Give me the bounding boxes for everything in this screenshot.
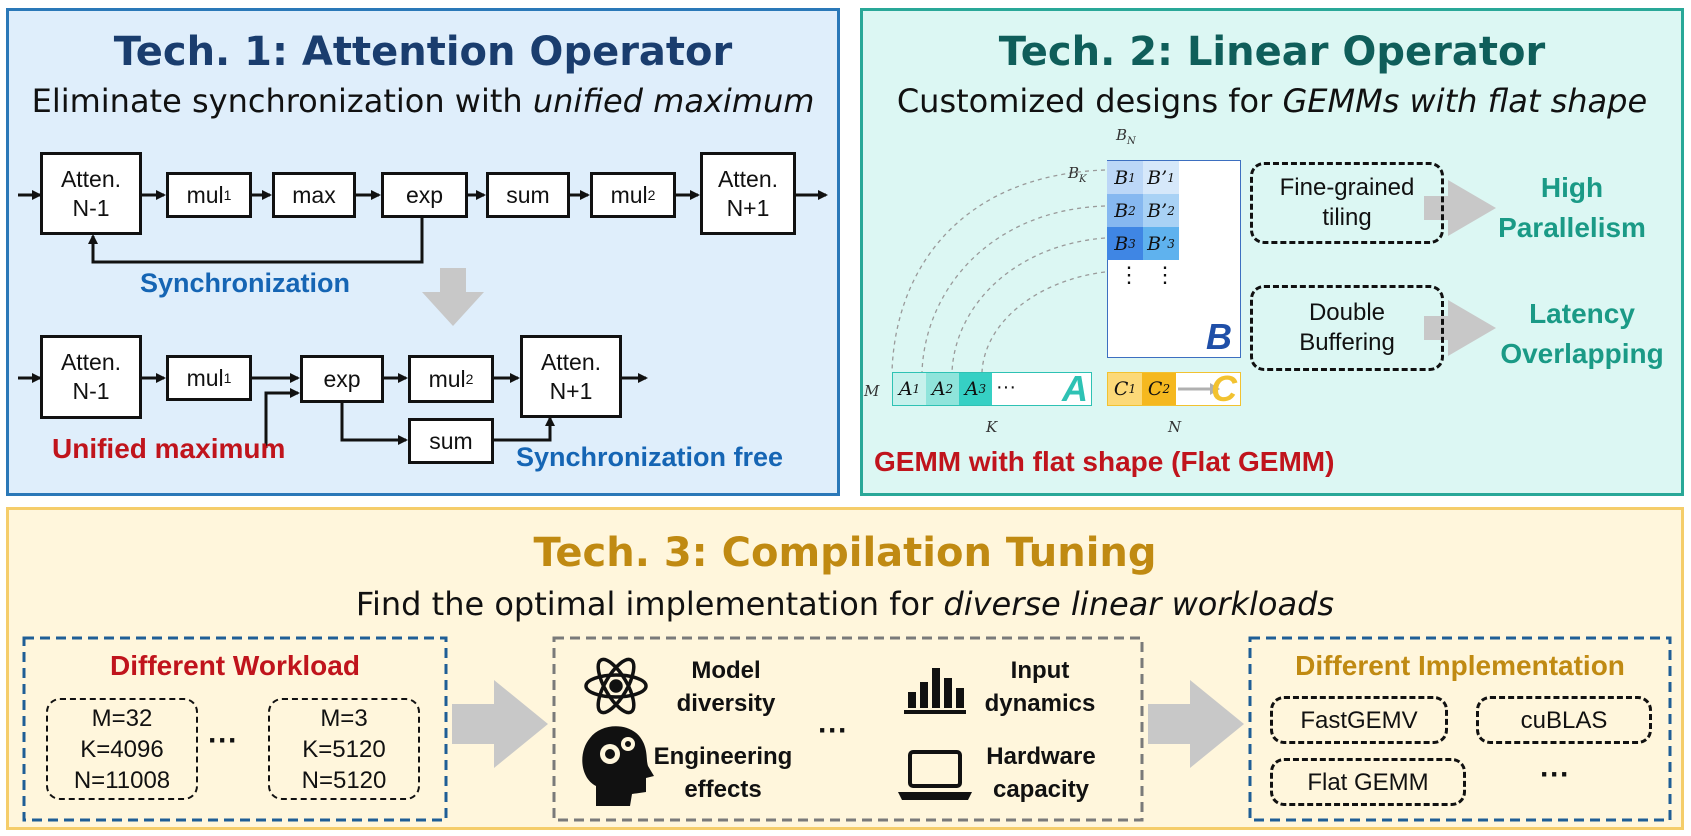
implementation-title: Different Implementation xyxy=(1295,650,1625,681)
b3-prime-cell: B’3 xyxy=(1143,227,1179,260)
flat-gemm-caption: GEMM with flat shape (Flat GEMM) xyxy=(874,446,1335,477)
b1-prime-cell: B’1 xyxy=(1143,161,1179,194)
panel3-title: Tech. 3: Compilation Tuning xyxy=(533,530,1157,576)
b-col2-ellipsis: ⋮ xyxy=(1154,262,1176,287)
implementation-arrow xyxy=(1148,680,1244,768)
atten-next-box-2: Atten. N+1 xyxy=(520,335,622,418)
workload-1: M=32 K=4096 N=11008 xyxy=(46,698,198,800)
workload-frame xyxy=(22,636,448,822)
workload-ellipsis: ··· xyxy=(208,724,238,757)
input-dynamics-label: Input dynamics xyxy=(984,657,1096,717)
hardware-capacity-label: Hardware capacity xyxy=(986,743,1096,803)
factors-frame xyxy=(552,636,1144,822)
top-row-arrows xyxy=(18,190,828,264)
panel2-title: Tech. 2: Linear Operator xyxy=(998,29,1546,75)
impl-fastgemv: FastGEMV xyxy=(1270,696,1448,744)
a-ellipsis: ··· xyxy=(996,376,1016,398)
buffering-arrow xyxy=(1424,300,1496,356)
matrix-b-label: B xyxy=(1206,316,1232,357)
b2-prime-cell: B’2 xyxy=(1143,194,1179,227)
tiling-arrow xyxy=(1424,180,1496,236)
atten-prev-box-2: Atten. N-1 xyxy=(40,335,142,419)
synchronization-label: Synchronization xyxy=(140,268,351,298)
impl-flat-gemm: Flat GEMM xyxy=(1270,758,1466,806)
fine-grained-tiling-box: Fine-grained tiling xyxy=(1250,162,1444,244)
panel3-subtitle: Find the optimal implementation for dive… xyxy=(355,585,1335,623)
sum-box-2: sum xyxy=(408,418,494,464)
model-diversity-label: Model diversity xyxy=(676,657,776,717)
matrix-a-label: A xyxy=(1062,368,1088,409)
impl-cublas: cuBLAS xyxy=(1476,696,1652,744)
high-parallelism-label: High Parallelism xyxy=(1498,172,1646,243)
engineering-effects-label: Engineering effects xyxy=(653,743,793,803)
b-col1-ellipsis: ⋮ xyxy=(1118,262,1140,287)
implementation-frame xyxy=(1248,636,1672,822)
atten-next-box: Atten. N+1 xyxy=(700,152,796,235)
synchronization-free-label: Synchronization free xyxy=(516,442,784,472)
workload-2: M=3 K=5120 N=5120 xyxy=(268,698,420,800)
dim-m: M xyxy=(864,382,880,400)
impl-ellipsis: ··· xyxy=(1540,758,1570,791)
factor-ellipsis: ··· xyxy=(818,714,848,747)
workload-arrow xyxy=(452,680,548,768)
flat-gemm-guide-arcs xyxy=(891,169,1106,373)
down-arrow xyxy=(422,268,484,326)
matrix-c-label: C xyxy=(1211,368,1237,409)
sum-box: sum xyxy=(486,172,570,218)
linear-operator-panel: Tech. 2: Linear Operator Customized desi… xyxy=(860,8,1684,496)
workload-title: Different Workload xyxy=(110,650,360,681)
unified-maximum-label: Unified maximum xyxy=(52,433,286,464)
dim-n: N xyxy=(1168,418,1182,436)
latency-overlapping-label: Latency Overlapping xyxy=(1500,298,1664,369)
panel2-subtitle: Customized designs for GEMMs with flat s… xyxy=(896,82,1648,120)
double-buffering-box: Double Buffering xyxy=(1250,285,1444,371)
bottom-row-arrows xyxy=(18,373,648,448)
panel1-subtitle: Eliminate synchronization with unified m… xyxy=(31,82,815,120)
dim-bk: BK xyxy=(1068,164,1087,185)
exp-box: exp xyxy=(381,172,468,218)
dim-bn: BN xyxy=(1116,126,1136,147)
panel1-title: Tech. 1: Attention Operator xyxy=(113,29,733,75)
max-box: max xyxy=(272,172,356,218)
attention-operator-panel: Tech. 1: Attention Operator Eliminate sy… xyxy=(6,8,840,496)
atten-prev-box: Atten. N-1 xyxy=(40,152,142,235)
exp-box-2: exp xyxy=(300,355,384,403)
dim-k: K xyxy=(986,418,998,436)
